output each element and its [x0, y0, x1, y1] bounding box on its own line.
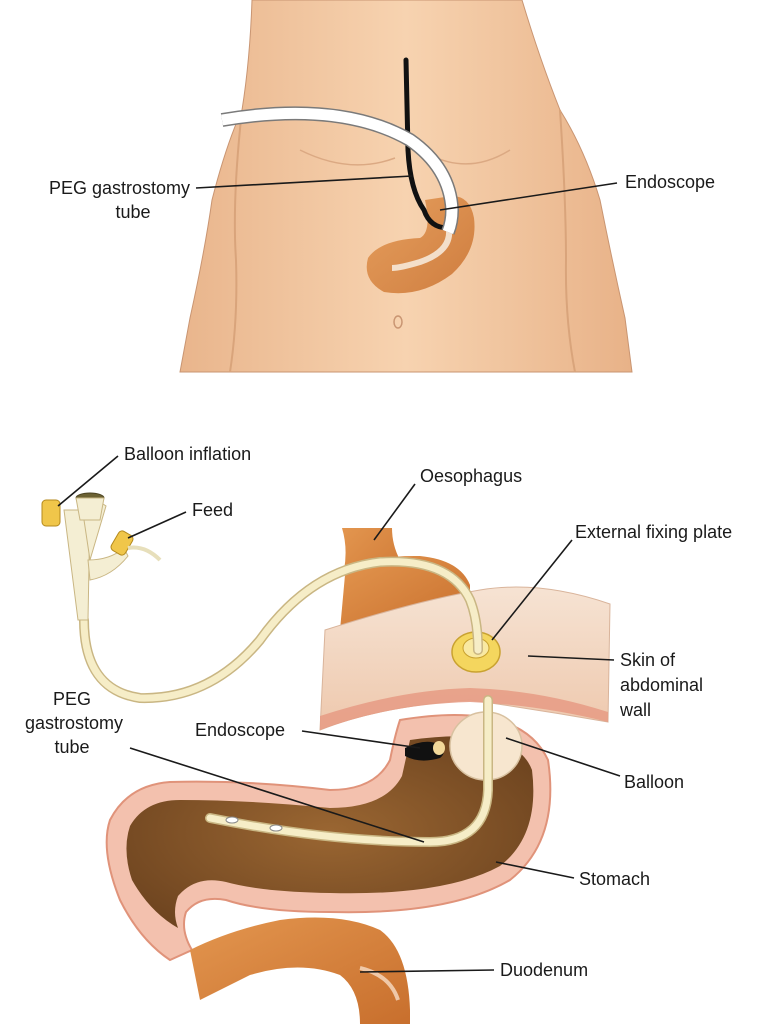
- leader-balloon: [505, 737, 621, 777]
- label-oesophagus: Oesophagus: [420, 466, 522, 486]
- top-panel: PEG gastrostomy tube Endoscope: [49, 0, 715, 373]
- label-peg-bottom-line1: PEG: [53, 689, 91, 709]
- leader-peg-bottom: [129, 747, 425, 843]
- label-peg-tube-top-line2: tube: [115, 202, 150, 222]
- label-duodenum: Duodenum: [500, 960, 588, 980]
- label-skin-line3: wall: [619, 700, 651, 720]
- endoscope-top: [403, 57, 451, 231]
- leader-endoscope-top: [439, 182, 618, 211]
- label-feed: Feed: [192, 500, 233, 520]
- label-external-fixing-plate: External fixing plate: [575, 522, 732, 542]
- label-skin-line2: abdominal: [620, 675, 703, 695]
- leader-stomach: [495, 861, 575, 879]
- duodenum-illustration: [190, 917, 410, 1024]
- label-endoscope-top: Endoscope: [625, 172, 715, 192]
- feed-port: [110, 530, 134, 556]
- leader-external-fixing-plate: [491, 539, 573, 641]
- label-peg-bottom-line2: gastrostomy: [25, 713, 123, 733]
- label-skin-line1: Skin of: [620, 650, 676, 670]
- y-connector: [41, 492, 162, 621]
- label-balloon: Balloon: [624, 772, 684, 792]
- label-endoscope-bottom: Endoscope: [195, 720, 285, 740]
- leader-feed: [127, 511, 187, 539]
- label-peg-tube-top-line1: PEG gastrostomy: [49, 178, 190, 198]
- label-peg-bottom-line3: tube: [54, 737, 89, 757]
- leader-skin: [527, 655, 615, 661]
- leader-balloon-inflation: [57, 455, 119, 507]
- leader-duodenum: [359, 969, 495, 973]
- label-stomach: Stomach: [579, 869, 650, 889]
- bottom-panel: Balloon inflation Feed Oesophagus Extern…: [25, 444, 732, 1024]
- balloon-inflation-port: [41, 499, 61, 527]
- label-balloon-inflation: Balloon inflation: [124, 444, 251, 464]
- leader-endoscope-bottom: [301, 730, 421, 749]
- leader-oesophagus: [373, 483, 416, 541]
- navel: [393, 315, 403, 329]
- leader-peg-top: [195, 175, 413, 189]
